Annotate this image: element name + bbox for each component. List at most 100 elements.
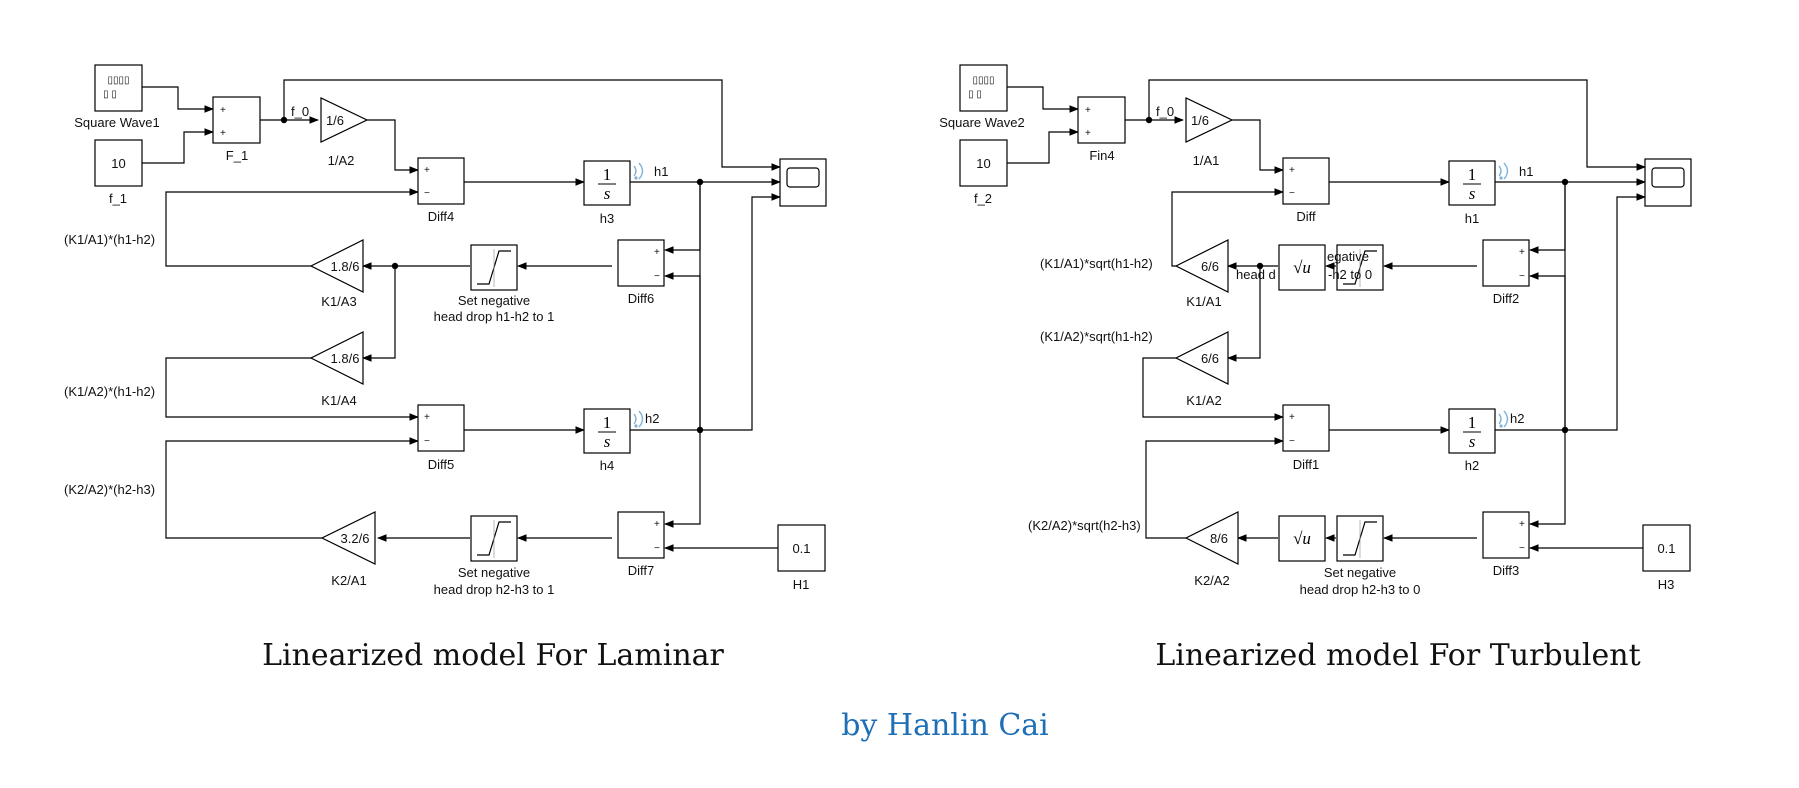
- integrator-denominator: s: [604, 432, 611, 451]
- gain-inflow-block[interactable]: 1/6: [320, 97, 369, 143]
- integrator-top-block[interactable]: 1 s: [583, 160, 631, 206]
- saturation-top-label-1: Set negative: [458, 293, 530, 308]
- constant-inflow-block[interactable]: 10: [94, 139, 143, 187]
- scope-block[interactable]: [779, 158, 827, 207]
- laminar-wires: [142, 79, 781, 552]
- sum-diff-bot-block[interactable]: + −: [417, 404, 465, 452]
- integrator-bot-block[interactable]: 1 s: [583, 408, 631, 454]
- signal-h2-label: h2: [645, 411, 659, 426]
- integrator-numerator: 1: [603, 165, 612, 184]
- signal-h1-label: h1: [654, 164, 668, 179]
- saturation-bot-label-2: head drop h2-h3 to 0: [1300, 582, 1421, 597]
- square-wave-glyph: ▯▯▯▯: [107, 75, 129, 86]
- sum-port-minus: −: [1519, 271, 1525, 282]
- square-wave-glyph: ▯▯▯▯: [972, 75, 994, 86]
- gain-k2-a1-block[interactable]: 3.2/6: [320, 511, 376, 565]
- gain-k1-a4-value: 1.8/6: [331, 351, 360, 366]
- sum-diff-low-block[interactable]: + −: [617, 511, 665, 559]
- sum-port-minus: −: [1289, 436, 1295, 447]
- sum-diff-bot-label: Diff5: [428, 457, 455, 472]
- eq-label-2: (K1/A2)*sqrt(h1-h2): [1040, 329, 1153, 344]
- sum-diff-low-block[interactable]: + −: [1482, 511, 1530, 559]
- gain-k1-a3-label: K1/A3: [321, 294, 356, 309]
- gain-k2-a2-block[interactable]: 8/6: [1184, 511, 1239, 565]
- sum-diff-top-label: Diff: [1296, 209, 1316, 224]
- laminar-caption: Linearized model For Laminar: [262, 638, 724, 673]
- eq-label-3: (K2/A2)*sqrt(h2-h3): [1028, 518, 1141, 533]
- sum-diff-bot-label: Diff1: [1293, 457, 1320, 472]
- integrator-top-block[interactable]: 1 s: [1448, 160, 1496, 206]
- gain-inflow-value: 1/6: [326, 113, 344, 128]
- sum-diff-mid-block[interactable]: + −: [617, 239, 665, 287]
- constant-inflow-value: 10: [111, 156, 125, 171]
- sum-port-minus: −: [654, 543, 660, 554]
- constant-h-block[interactable]: 0.1: [777, 524, 826, 572]
- signal-f0-label: f_0: [1156, 104, 1174, 119]
- sum-port-plus: +: [220, 128, 226, 139]
- inflow-sum-label: F_1: [226, 148, 248, 163]
- saturation-top-block[interactable]: [1336, 244, 1384, 291]
- constant-h-value: 0.1: [1657, 541, 1675, 556]
- constant-h-value: 0.1: [792, 541, 810, 556]
- sum-diff-top-block[interactable]: + −: [1282, 157, 1330, 205]
- sqrt-top-block[interactable]: √u: [1278, 244, 1326, 291]
- sqrt-top-value: √u: [1293, 258, 1311, 277]
- sqrt-bot-value: √u: [1293, 529, 1311, 548]
- sum-port-minus: −: [654, 271, 660, 282]
- gain-k2-a1-label: K2/A1: [331, 573, 366, 588]
- gain-inflow-block[interactable]: 1/6: [1185, 97, 1234, 143]
- saturation-bot-label-1: Set negative: [458, 565, 530, 580]
- saturation-bot-block[interactable]: [1336, 515, 1384, 562]
- gain-k1-a2-block[interactable]: 6/6: [1174, 331, 1229, 385]
- inflow-sum-block[interactable]: + +: [212, 96, 261, 144]
- gain-k1-a3-value: 1.8/6: [331, 259, 360, 274]
- sum-diff-mid-label: Diff2: [1493, 291, 1520, 306]
- saturation-bot-block[interactable]: [470, 515, 518, 562]
- saturation-top-label-2: head d: [1236, 267, 1276, 282]
- sum-port-plus: +: [424, 412, 430, 423]
- gain-inflow-label: 1/A2: [328, 153, 355, 168]
- constant-h-block[interactable]: 0.1: [1642, 524, 1691, 572]
- sum-port-plus: +: [1085, 128, 1091, 139]
- sum-diff-bot-block[interactable]: + −: [1282, 404, 1330, 452]
- constant-inflow-value: 10: [976, 156, 990, 171]
- signal-h1-label: h1: [1519, 164, 1533, 179]
- gain-k1-a2-label: K1/A2: [1186, 393, 1221, 408]
- square-wave-glyph-2: ▯ ▯: [103, 89, 117, 100]
- gain-k2-a2-value: 8/6: [1210, 531, 1228, 546]
- turbulent-model: ▯▯▯▯ ▯ ▯ Square Wave2 10 f_2 + + Fin4 f_…: [939, 64, 1692, 673]
- square-wave-source[interactable]: ▯▯▯▯ ▯ ▯: [94, 64, 143, 112]
- sum-port-plus: +: [424, 165, 430, 176]
- gain-k2-a1-value: 3.2/6: [341, 531, 370, 546]
- gain-k1-a1-label: K1/A1: [1186, 294, 1221, 309]
- gain-k1-a4-block[interactable]: 1.8/6: [309, 331, 364, 385]
- saturation-bot-label-2: head drop h2-h3 to 1: [434, 582, 555, 597]
- saturation-top-block[interactable]: [470, 244, 518, 291]
- signal-logging-icon: [633, 162, 644, 180]
- gain-k1-a3-block[interactable]: 1.8/6: [309, 239, 364, 293]
- integrator-top-label: h1: [1465, 211, 1479, 226]
- integrator-numerator: 1: [1468, 165, 1477, 184]
- sum-port-minus: −: [1289, 188, 1295, 199]
- integrator-top-label: h3: [600, 211, 614, 226]
- sum-diff-top-block[interactable]: + −: [417, 157, 465, 205]
- gain-k1-a1-block[interactable]: 6/6: [1174, 239, 1229, 293]
- saturation-top-label-1: egative: [1327, 249, 1369, 264]
- constant-inflow-block[interactable]: 10: [959, 139, 1008, 187]
- sum-port-plus: +: [654, 247, 660, 258]
- inflow-sum-block[interactable]: + +: [1077, 96, 1126, 144]
- scope-block[interactable]: [1644, 158, 1692, 207]
- integrator-denominator: s: [1469, 184, 1476, 203]
- sum-diff-mid-block[interactable]: + −: [1482, 239, 1530, 287]
- signal-logging-icon: [1498, 410, 1509, 428]
- square-wave-source[interactable]: ▯▯▯▯ ▯ ▯: [959, 64, 1008, 112]
- sum-port-plus: +: [1289, 165, 1295, 176]
- sqrt-bot-block[interactable]: √u: [1278, 515, 1326, 562]
- integrator-bot-block[interactable]: 1 s: [1448, 408, 1496, 454]
- square-wave-glyph-2: ▯ ▯: [968, 89, 982, 100]
- integrator-denominator: s: [604, 184, 611, 203]
- sum-port-minus: −: [424, 188, 430, 199]
- sum-port-plus: +: [1085, 105, 1091, 116]
- sum-diff-low-label: Diff7: [628, 563, 655, 578]
